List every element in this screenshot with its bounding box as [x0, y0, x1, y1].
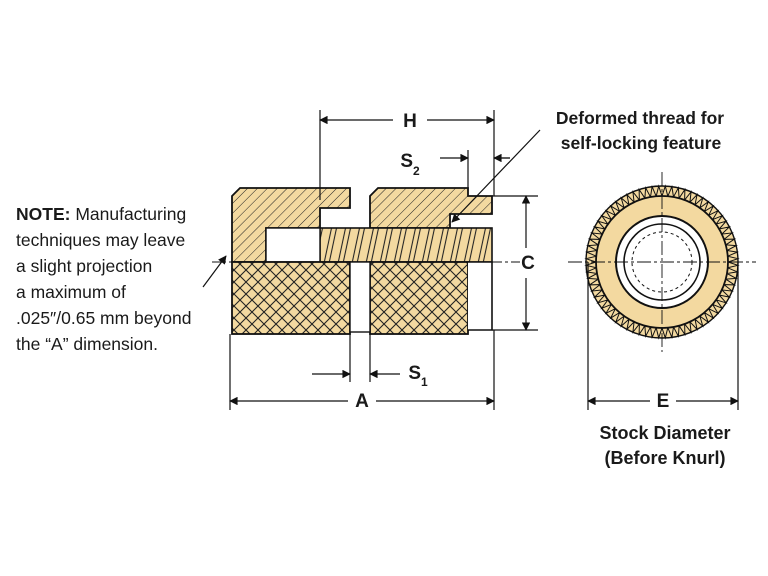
thread-region — [319, 227, 493, 263]
end-view — [568, 172, 756, 352]
groove — [349, 261, 371, 333]
callout-line-1: Deformed thread for — [556, 108, 724, 128]
lower-step — [468, 261, 493, 331]
stock-line-2: (Before Knurl) — [605, 448, 726, 468]
dim-label-a: A — [355, 391, 369, 412]
knurl-right — [369, 261, 469, 335]
dim-label-h: H — [403, 111, 417, 132]
note-block: NOTE: Manufacturing techniques may leave… — [16, 204, 191, 354]
note-line-4: a maximum of — [16, 282, 126, 302]
note-line-1: NOTE: Manufacturing — [16, 204, 186, 224]
dim-label-s2: S2 — [400, 151, 420, 178]
dim-label-s1-base: S — [408, 363, 421, 384]
note-line-1-rest: Manufacturing — [70, 204, 186, 224]
dim-label-s2-sub: 2 — [413, 164, 420, 178]
dim-label-s1: S1 — [408, 363, 428, 389]
stock-dimension — [587, 262, 739, 410]
dim-label-s2-base: S — [400, 151, 413, 172]
stock-line-1: Stock Diameter — [599, 423, 730, 443]
side-view — [212, 187, 520, 335]
note-line-3: a slight projection — [16, 256, 152, 276]
upper-section-right — [369, 187, 493, 229]
dimension-lines — [202, 110, 541, 410]
dim-label-c: C — [521, 253, 535, 274]
note-label: NOTE: — [16, 204, 70, 224]
note-line-2: techniques may leave — [16, 230, 185, 250]
callout-line-2: self-locking feature — [561, 133, 722, 153]
inner-bore — [265, 227, 321, 263]
note-line-5: .025″/0.65 mm beyond — [16, 308, 191, 328]
dim-label-e: E — [657, 391, 670, 412]
knurl-left — [231, 261, 351, 335]
note-line-6: the “A” dimension. — [16, 334, 158, 354]
dim-label-s1-sub: 1 — [421, 375, 428, 389]
